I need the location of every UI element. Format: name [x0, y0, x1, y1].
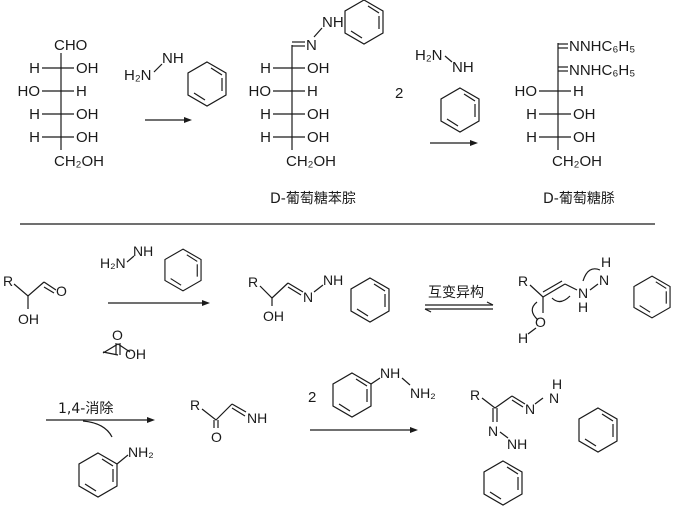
right-sub: H [573, 83, 584, 100]
o-label: O [56, 283, 67, 299]
equilibrium-arrows [424, 301, 494, 313]
left-sub: H [260, 60, 271, 77]
left-sub: H [260, 129, 271, 146]
right-sub: OH [76, 106, 99, 123]
osazone-caption: D-葡萄糖脎 [543, 191, 615, 207]
oh-label: OH [263, 308, 284, 324]
n-label: N [525, 401, 535, 417]
nh-label: NH [380, 365, 400, 381]
oh-label: OH [125, 346, 146, 362]
r-label: R [518, 273, 528, 289]
elimination-label: 1,4-消除 [58, 401, 113, 417]
r-label: R [470, 387, 480, 403]
n-label: N [549, 390, 559, 406]
nh-label: NH [247, 410, 267, 426]
h2n-label: H₂N [415, 47, 443, 64]
nh-label: NH [322, 14, 344, 31]
hydrazone-sub-1: NNHC₆H₅ [569, 38, 635, 55]
o-label: O [535, 314, 546, 330]
nh-label: NH [133, 243, 153, 259]
glucose-osazone: NNHC₆H₅ NNHC₆H₅ HO H H OH H OH CH₂OH D-葡… [515, 38, 636, 207]
nh-label: NH [452, 59, 474, 76]
right-sub: OH [76, 60, 99, 77]
aldehyde-label: CHO [54, 37, 87, 54]
left-sub: H [526, 106, 537, 123]
right-sub: OH [76, 129, 99, 146]
left-sub: H [29, 60, 40, 77]
r-label: R [248, 274, 258, 290]
oh-label: OH [18, 311, 39, 327]
o-label: O [211, 429, 222, 445]
o-label: O [112, 327, 123, 343]
curved-arrow [531, 301, 539, 321]
osazone-product: R N H N N NH [470, 376, 618, 506]
left-sub: HO [18, 83, 41, 100]
left-sub: H [260, 106, 271, 123]
alpha-hydroxy-aldehyde: R O OH [3, 273, 67, 327]
left-sub: HO [249, 83, 272, 100]
right-sub: OH [307, 129, 330, 146]
reaction-arrow [108, 300, 210, 306]
nh-label: NH [323, 272, 343, 288]
n-label: N [488, 423, 498, 439]
hydrazone-sub-2: NNHC₆H₅ [569, 62, 635, 79]
n-label: N [578, 285, 588, 301]
n-label: N [599, 272, 609, 288]
right-sub: H [76, 83, 87, 100]
reaction-arrow [145, 117, 192, 123]
aniline: NH₂ [78, 444, 154, 498]
tautomerism-label: 互变异构 [428, 285, 484, 301]
r-label: R [3, 273, 13, 289]
enol-intermediate: R O H N H N H [518, 254, 671, 346]
nh-label: NH [162, 50, 184, 67]
hydrazone-caption: D-葡萄糖苯腙 [270, 190, 356, 207]
h2n-label: H₂N [124, 67, 152, 84]
phenylhydrazine-reagent-3: H₂N NH [100, 243, 202, 292]
nh2-label: NH₂ [410, 385, 436, 401]
left-sub: H [526, 129, 537, 146]
right-sub: OH [307, 106, 330, 123]
ch2oh-label: CH₂OH [552, 153, 602, 170]
h-label: H [578, 299, 588, 315]
keto-imine: R O NH [190, 397, 267, 445]
equivalents-label: 2 [395, 85, 403, 102]
left-sub: HO [515, 83, 538, 100]
alpha-hydroxy-hydrazone: R OH N NH [248, 272, 390, 324]
n-label: N [303, 289, 313, 305]
right-sub: H [307, 83, 318, 100]
right-sub: OH [307, 60, 330, 77]
phenylhydrazine-reagent: H₂N NH [124, 50, 227, 107]
reaction-arrow [310, 427, 418, 433]
glucose-fischer: CHO H OH HO H H OH H OH CH₂OH [18, 37, 105, 170]
right-sub: OH [573, 106, 596, 123]
phenylhydrazine-reagent-4: NH NH₂ [332, 365, 436, 418]
equivalents-label: 2 [308, 389, 316, 406]
reaction-arrow [46, 417, 155, 423]
glucose-phenylhydrazone: N NH H OH HO H H OH H OH CH₂OH D-葡萄糖苯腙 [249, 0, 384, 207]
ch2oh-label: CH₂OH [286, 153, 336, 170]
reaction-arrow [430, 140, 478, 146]
r-label: R [190, 397, 200, 413]
n-label: N [306, 37, 317, 54]
right-sub: OH [573, 129, 596, 146]
h-label: H [518, 330, 528, 346]
left-sub: H [29, 106, 40, 123]
curved-arrow [582, 268, 601, 282]
nh-label: NH [507, 436, 527, 452]
phenylhydrazine-reagent-2: H₂N NH [415, 47, 480, 133]
curved-arrow [551, 295, 571, 303]
h-label: H [601, 254, 611, 270]
ch2oh-label: CH₂OH [54, 153, 104, 170]
h-label: H [552, 376, 562, 392]
nh2-label: NH₂ [128, 444, 154, 460]
curved-arrow [82, 420, 113, 438]
left-sub: H [29, 129, 40, 146]
acetic-acid: O OH [102, 327, 146, 362]
h2n-label: H₂N [100, 255, 126, 271]
